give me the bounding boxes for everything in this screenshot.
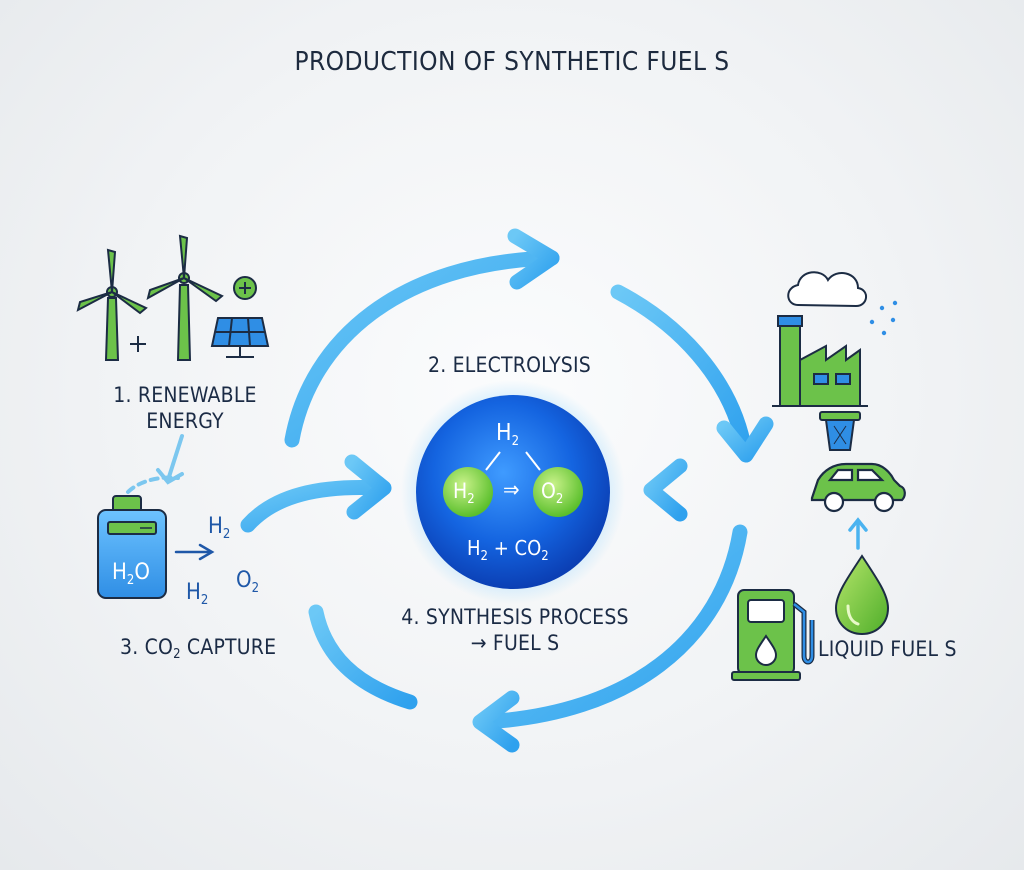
cloud-icon (787, 271, 867, 308)
arrow-capture (240, 480, 388, 533)
solar-panel-icon (210, 317, 270, 358)
arrow-top (284, 250, 560, 448)
synthesis-line1: 4. SYNTHESIS PROCESS (401, 605, 629, 629)
synthesis-line2: → FUEL S (470, 631, 560, 656)
arrow-bottom-head (472, 690, 520, 753)
arrow-fuel-to-car (848, 517, 868, 550)
plus-circle-icon (233, 276, 257, 300)
capture-arrow-icon (174, 543, 215, 561)
wind-turbine-icon (76, 234, 224, 361)
orb-h2-top: H2 (496, 420, 520, 449)
capture-h2-top: H2 (208, 514, 231, 542)
step-electrolysis-label: 2. ELECTROLYSIS (428, 353, 591, 377)
capture-h2-bottom: H2 (186, 580, 209, 608)
electrolysis-orb (416, 395, 610, 589)
capture-o2: O2 (236, 568, 260, 596)
orb-h2-co2: H2 + CO2 (467, 536, 549, 564)
o2-ball (533, 467, 583, 517)
factory-icon (772, 315, 868, 407)
page-title: PRODUCTION OF SYNTHETIC FUEL S (294, 47, 730, 77)
arrow-left (308, 604, 418, 710)
orb-h2-ball-label: H2 (453, 479, 475, 507)
arrow-renewable-to-capture (126, 434, 184, 494)
capture-prefix: 3. CO (120, 635, 174, 659)
capture-tank-icon (97, 495, 167, 599)
renewable-line1: 1. RENEWABLE (113, 383, 257, 407)
step-renewable-label: 1. RENEWABLE ENERGY (100, 382, 270, 435)
arrow-bottom (474, 524, 748, 730)
cycle-arrows (240, 228, 808, 753)
capture-sub: 2 (173, 647, 181, 662)
arrow-right-head (716, 416, 774, 463)
arrow-capture-head (344, 454, 392, 520)
arrow-top-head (507, 228, 560, 290)
step-synthesis-label: 4. SYNTHESIS PROCESS → FUEL S (400, 604, 630, 657)
arrow-right (610, 284, 753, 460)
plus-icon (130, 336, 146, 352)
capture-suffix: CAPTURE (180, 635, 277, 659)
step-liquid-label: LIQUID FUEL S (818, 637, 957, 661)
h2-ball (443, 467, 493, 517)
orb-o2-ball-label: O2 (541, 479, 564, 507)
arrow-car-head (643, 458, 688, 522)
orb-reaction-arrow: ⇒ (503, 478, 520, 503)
fuel-drop-icon (834, 554, 890, 636)
renewable-line2: ENERGY (146, 409, 224, 434)
particles-icon (869, 300, 898, 336)
fuel-pump-icon (731, 589, 815, 681)
car-icon (810, 462, 906, 513)
orb-links (485, 451, 541, 471)
step-capture-label: 3. CO2 CAPTURE (120, 634, 276, 663)
tank-h2o-label: H2O (112, 560, 150, 588)
filter-icon (819, 411, 861, 451)
